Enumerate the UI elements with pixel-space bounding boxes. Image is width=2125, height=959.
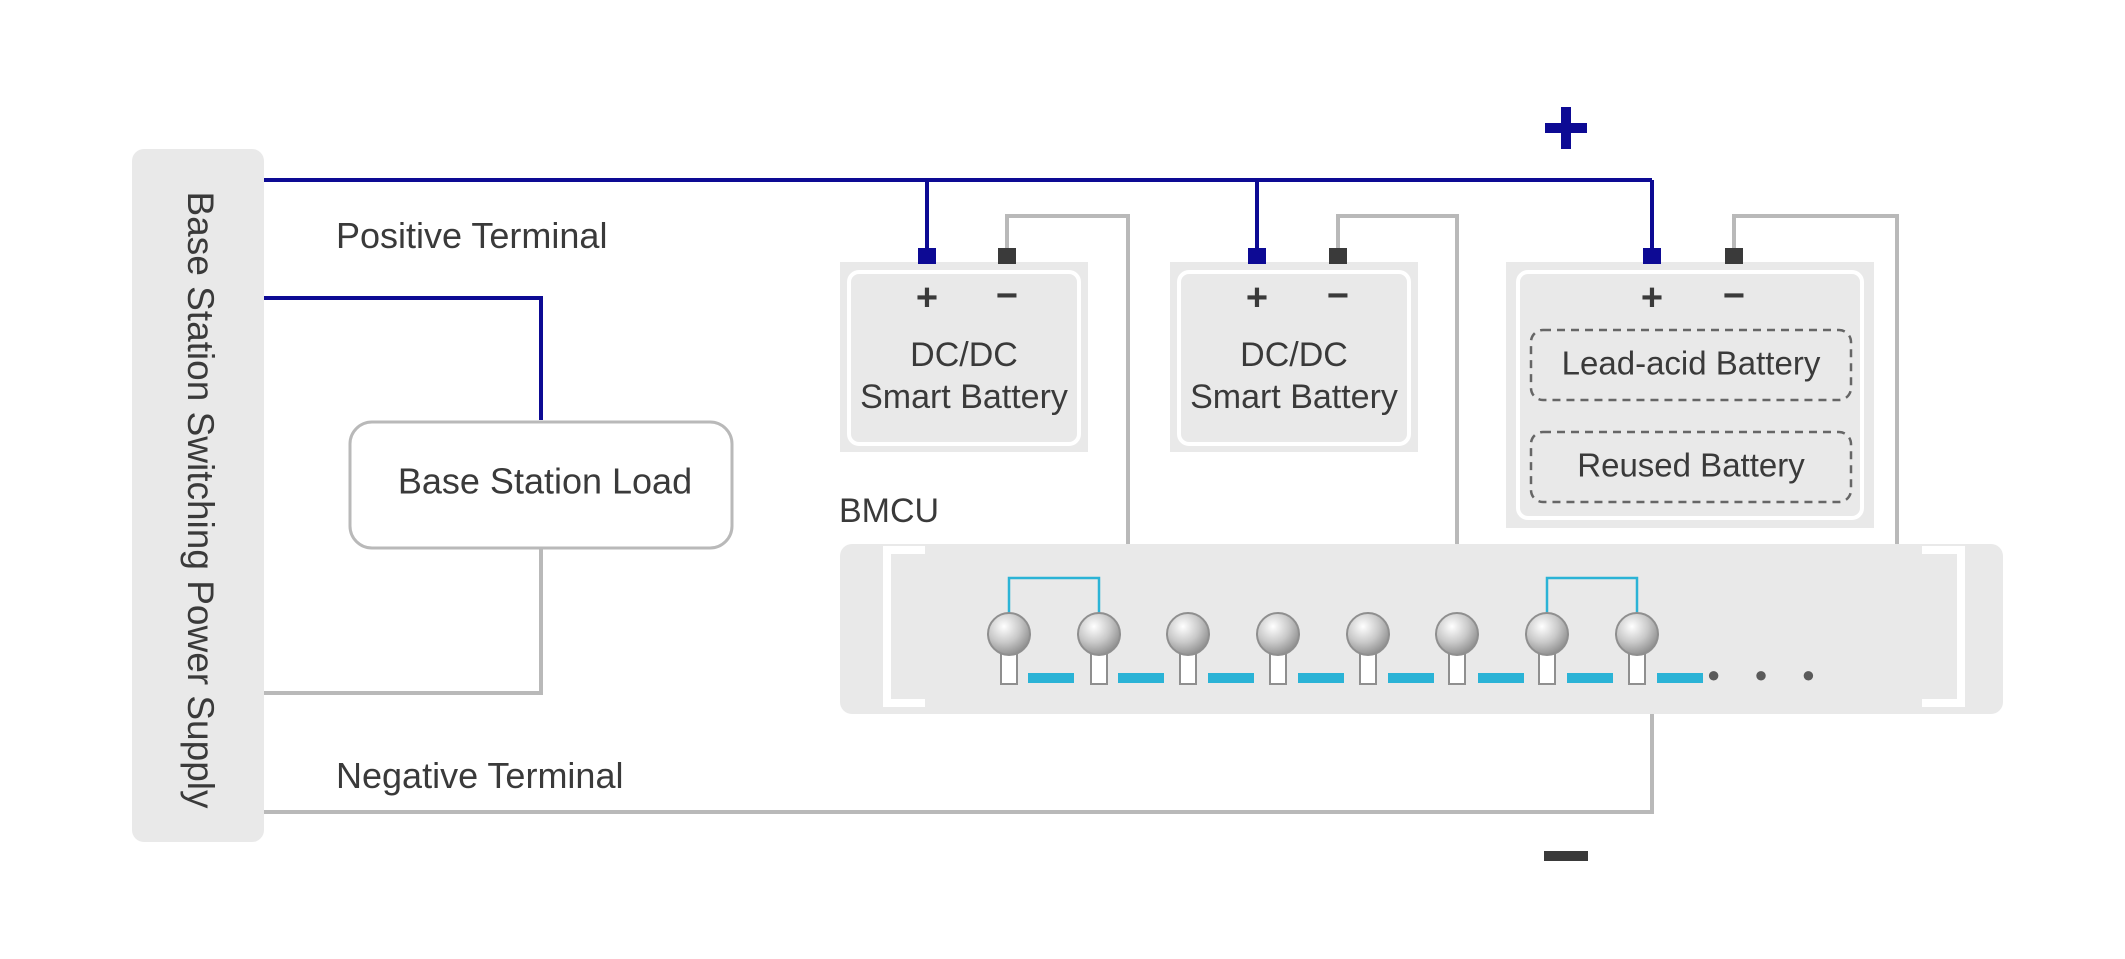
bmcu-cell-7 [1525,612,1569,685]
battery-1-plus-sign: + [916,277,938,319]
battery-2-minus-sign: − [1327,275,1349,317]
battery-2-plus-sign: + [1246,277,1268,319]
base-station-load-label: Base Station Load [398,461,692,502]
battery-1: + − DC/DC Smart Battery [840,248,1088,452]
base-station-load-box [348,420,734,550]
battery-2-negative-connector [1329,248,1347,264]
bmcu-cell-3 [1166,612,1210,685]
bmcu-ellipsis: ● ● ● [1707,662,1829,687]
bmcu-jumpers [1007,576,1639,622]
bmcu-cell-4 [1256,612,1300,685]
battery-2-label-line1: DC/DC [1240,336,1348,374]
positive-terminal-label: Positive Terminal [336,215,607,256]
battery-3-positive-connector [1643,248,1661,264]
battery-1-negative-connector [998,248,1016,264]
lead-acid-battery-label: Lead-acid Battery [1562,345,1821,382]
power-supply-label: Base Station Switching Power Supply [180,191,221,809]
bmcu-cell-2 [1077,612,1121,685]
lead-acid-battery-box [1529,328,1853,402]
battery-3-minus-sign: − [1723,275,1745,317]
positive-symbol [1545,107,1587,149]
reused-battery-label: Reused Battery [1577,447,1805,484]
battery-1-label-line1: DC/DC [910,336,1018,374]
reused-battery-box [1529,430,1853,504]
battery-2-label-line2: Smart Battery [1190,378,1398,416]
battery-1-label-line2: Smart Battery [860,378,1068,416]
power-supply-panel [132,149,264,842]
negative-terminal-label: Negative Terminal [336,755,623,796]
positive-wires [264,178,1654,420]
battery-2-positive-connector [1248,248,1266,264]
battery-1-minus-sign: − [996,275,1018,317]
battery-3: + − Lead-acid Battery Reused Battery [1506,248,1874,528]
bmcu-cell-1 [987,612,1031,685]
bmcu-bus-dashes [1028,673,1703,683]
battery-3-plus-sign: + [1641,277,1663,319]
battery-1-positive-connector [918,248,936,264]
battery-3-negative-connector [1725,248,1743,264]
bmcu-cell-6 [1435,612,1479,685]
bmcu-label: BMCU [839,492,939,530]
negative-wires [264,214,1899,814]
battery-2: + − DC/DC Smart Battery [1170,248,1418,452]
bmcu-cell-8 [1615,612,1659,685]
bmcu-cell-5 [1346,612,1390,685]
negative-symbol [1544,851,1588,861]
